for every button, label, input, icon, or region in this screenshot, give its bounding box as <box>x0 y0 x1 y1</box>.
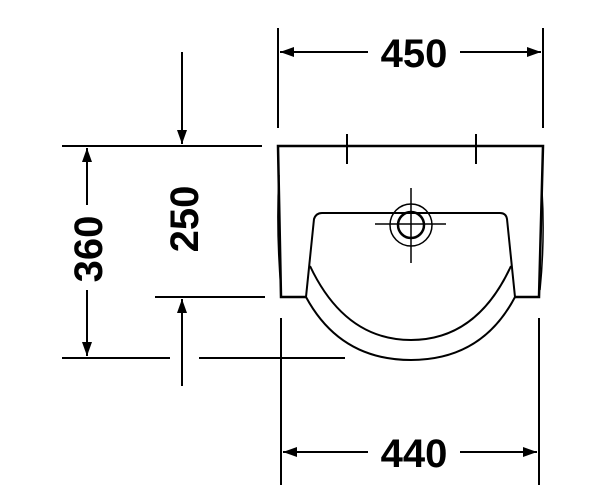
urinal-side-left <box>277 174 282 291</box>
dim-label-360: 360 <box>67 216 111 283</box>
basin-outer-arc <box>305 296 516 362</box>
dim-label-250: 250 <box>163 186 207 253</box>
urinal-side-right <box>539 189 544 291</box>
urinal-outline <box>276 144 545 299</box>
basin-inner-arc <box>309 265 512 342</box>
dim-label-450: 450 <box>381 32 448 76</box>
dim-label-440: 440 <box>381 432 448 476</box>
